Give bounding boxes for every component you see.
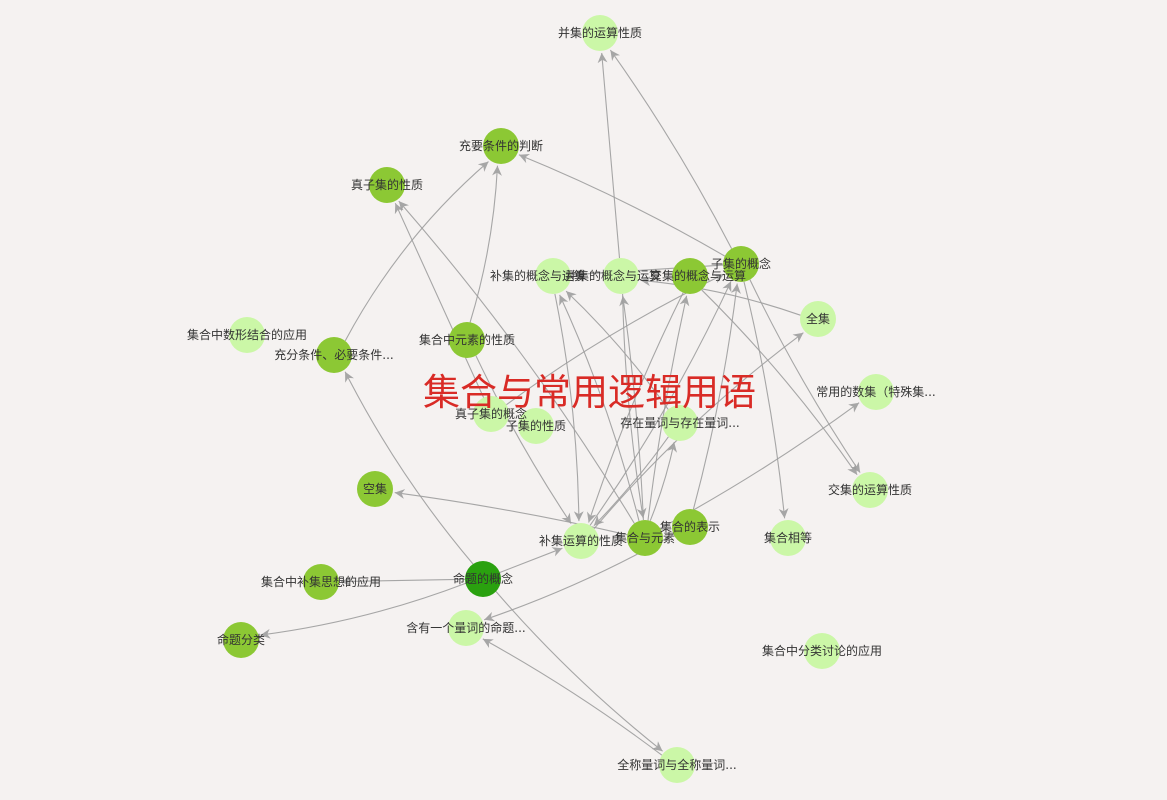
edge-n10-n2 (344, 161, 489, 342)
edge-n7-n21 (743, 281, 789, 519)
edge-n20-n4 (559, 294, 640, 522)
graph-node-label: 并集的概念与运算 (565, 268, 661, 283)
graph-node-label: 命题的概念 (453, 571, 513, 586)
graph-node-n7[interactable] (723, 246, 759, 282)
edge-n18-n7 (692, 283, 741, 510)
graph-node-label: 集合的表示 (660, 519, 720, 534)
edge-n7-n2 (518, 153, 726, 257)
graph-node-label: 集合相等 (764, 530, 812, 545)
edge-n7-n16 (749, 279, 861, 473)
edge-n6-n19 (587, 292, 684, 523)
edge-n20-n3 (398, 200, 635, 524)
graph-node-label: 含有一个量词的命题... (406, 620, 525, 635)
graph-node-n12[interactable] (858, 374, 894, 410)
graph-node-label: 补集的概念与运算 (490, 268, 586, 283)
graph-node-n22[interactable] (303, 564, 339, 600)
graph-node-label: 交集的运算性质 (828, 482, 912, 497)
graph-node-label: 充分条件、必要条件... (274, 347, 393, 362)
graph-node-label: 空集 (363, 481, 387, 496)
graph-node-label: 常用的数集（特殊集... (816, 384, 935, 399)
edge-n7-n4 (572, 264, 724, 280)
edge-n20-n15 (649, 441, 678, 522)
graph-node-label: 存在量词与存在量词... (620, 416, 739, 430)
edge-n20-n6 (647, 295, 690, 521)
graph-node-label: 集合中元素的性质 (419, 332, 515, 347)
graph-node-n13[interactable] (473, 396, 509, 432)
edge-n11-n2 (469, 165, 502, 323)
graph-node-n15[interactable] (662, 405, 698, 441)
graph-node-n19[interactable] (563, 523, 599, 559)
graph-node-label: 补集运算的性质 (539, 533, 623, 548)
graph-node-label: 交集的概念与运算 (650, 268, 746, 283)
graph-node-n16[interactable] (852, 472, 888, 508)
graph-node-label: 子集的性质 (506, 418, 566, 433)
graph-node-label: 全称量词与全称量词... (617, 757, 736, 772)
edge-n23-n22 (340, 576, 466, 587)
edge-n20-n17 (394, 489, 628, 536)
graph-node-label: 充要条件的判断 (459, 138, 543, 153)
graph-node-n20[interactable] (627, 520, 663, 556)
graph-node-n23[interactable] (465, 561, 501, 597)
graph-node-n6[interactable] (672, 258, 708, 294)
edge-n15-n19 (593, 436, 669, 527)
graph-node-n5[interactable] (603, 258, 639, 294)
graph-node-label: 命题分类 (217, 632, 265, 647)
graph-node-n21[interactable] (770, 520, 806, 556)
nodes-layer (223, 15, 894, 783)
edge-n15-n4 (565, 290, 669, 410)
edge-n13-n3 (394, 202, 485, 398)
graph-node-n1[interactable] (582, 15, 618, 51)
edge-n8-n5 (640, 276, 801, 316)
graph-node-n24[interactable] (223, 622, 259, 658)
edge-n23-n24 (260, 582, 466, 639)
graph-node-n8[interactable] (800, 301, 836, 337)
graph-node-label: 全集 (806, 311, 830, 326)
graph-node-n14[interactable] (518, 408, 554, 444)
graph-node-n3[interactable] (369, 167, 405, 203)
graph-node-label: 集合中补集思想的应用 (261, 574, 381, 589)
edge-n4-n19 (554, 293, 584, 522)
graph-node-label: 集合中数形结合的应用 (187, 327, 307, 342)
graph-node-label: 真子集的概念 (455, 406, 527, 421)
graph-node-label: 并集的运算性质 (558, 25, 642, 40)
graph-node-n4[interactable] (535, 258, 571, 294)
graph-node-label: 集合中分类讨论的应用 (762, 643, 882, 658)
edge-n6-n16 (701, 289, 858, 476)
graph-node-label: 子集的概念 (711, 256, 771, 271)
graph-node-label: 集合与元素 (615, 530, 675, 545)
graph-node-label: 真子集的性质 (351, 177, 423, 192)
graph-node-n26[interactable] (804, 633, 840, 669)
labels-layer: 并集的运算性质充要条件的判断真子集的性质补集的概念与运算并集的概念与运算交集的概… (187, 25, 936, 772)
graph-node-n9[interactable] (229, 317, 265, 353)
edge-n5-n1 (597, 52, 621, 259)
edge-n23-n10 (344, 371, 474, 565)
graph-node-n2[interactable] (483, 128, 519, 164)
edge-n7-n1 (609, 49, 733, 249)
edge-n5-n20 (622, 293, 647, 519)
graph-node-n17[interactable] (357, 471, 393, 507)
graph-node-n10[interactable] (316, 337, 352, 373)
edge-n23-n27 (495, 591, 663, 752)
graph-node-n11[interactable] (449, 322, 485, 358)
graph-node-n18[interactable] (672, 509, 708, 545)
edge-n23-n19 (499, 547, 563, 574)
edge-n11-n19 (475, 355, 572, 524)
edge-n27-n25 (482, 638, 663, 756)
edge-n20-n5 (619, 295, 644, 521)
graph-node-n27[interactable] (659, 747, 695, 783)
edge-n19-n7 (589, 281, 732, 526)
graph-node-n25[interactable] (448, 610, 484, 646)
